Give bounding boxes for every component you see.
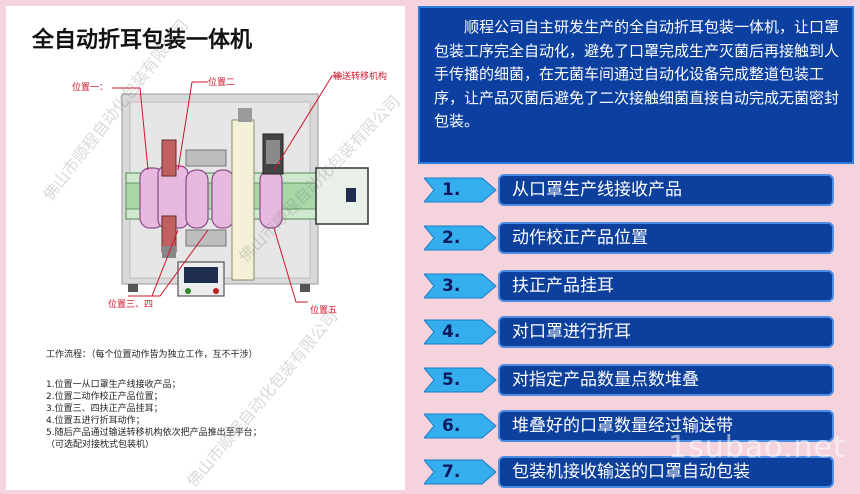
step-row: 2. 动作校正产品位置 bbox=[418, 220, 860, 256]
workflow-item: 1.位置一从口罩生产线接收产品； bbox=[46, 380, 181, 390]
step-arrow: 1. bbox=[424, 176, 498, 204]
arrow-icon bbox=[424, 273, 497, 299]
workflow-item: 5.随后产品通过输送转移机构依次把产品推出至平台； bbox=[46, 428, 262, 438]
workflow-item: 2.位置二动作校正产品位置； bbox=[46, 392, 163, 402]
workflow-heading: 工作流程：（每个位置动作皆为独立工作，互不干涉） bbox=[46, 350, 258, 360]
step-number: 5. bbox=[442, 370, 461, 390]
step-arrow: 6. bbox=[424, 412, 498, 440]
step-row: 4. 对口罩进行折耳 bbox=[418, 314, 860, 350]
step-arrow: 4. bbox=[424, 318, 498, 346]
workflow-item: （可选配对接枕式包装机） bbox=[46, 440, 155, 450]
workflow-section: 工作流程：（每个位置动作皆为独立工作，互不干涉） 1.位置一从口罩生产线接收产品… bbox=[46, 349, 386, 451]
step-row: 3. 扶正产品挂耳 bbox=[418, 268, 860, 304]
step-number: 4. bbox=[442, 322, 461, 342]
callout-position-2: 位置二 bbox=[208, 78, 236, 88]
callout-position-1: 位置一： bbox=[72, 83, 109, 93]
workflow-item: 3.位置三、四扶正产品挂耳； bbox=[46, 404, 163, 414]
description-panel: 顺程公司自主研发生产的全自动折耳包装一体机，让口罩包装工序完全自动化，避免了口罩… bbox=[418, 6, 854, 164]
callout-conveyor: 输送转移机构 bbox=[333, 72, 388, 82]
step-label: 包装机接收输送的口罩自动包装 bbox=[498, 456, 834, 488]
workflow-item: 4.位置五进行折耳动作； bbox=[46, 416, 145, 426]
step-list: 1. 从口罩生产线接收产品 2. 动作校正产品位置 3. 扶正产品挂耳 4. 对… bbox=[418, 172, 860, 494]
arrow-icon bbox=[424, 459, 497, 485]
arrow-icon bbox=[424, 225, 497, 251]
machine-diagram bbox=[112, 75, 369, 303]
step-number: 7. bbox=[442, 462, 461, 482]
description-text: 顺程公司自主研发生产的全自动折耳包装一体机，让口罩包装工序完全自动化，避免了口罩… bbox=[434, 18, 840, 130]
step-number: 1. bbox=[442, 180, 461, 200]
step-row: 1. 从口罩生产线接收产品 bbox=[418, 172, 860, 208]
step-number: 2. bbox=[442, 228, 461, 248]
step-row: 5. 对指定产品数量点数堆叠 bbox=[418, 362, 860, 398]
step-label: 对口罩进行折耳 bbox=[498, 316, 834, 348]
page-title: 全自动折耳包装一体机 bbox=[32, 28, 253, 53]
step-label: 从口罩生产线接收产品 bbox=[498, 174, 834, 206]
step-row: 6. 堆叠好的口罩数量经过输送带 bbox=[418, 408, 860, 444]
step-label: 对指定产品数量点数堆叠 bbox=[498, 364, 834, 396]
callout-position-3-4: 位置三、四 bbox=[108, 300, 154, 310]
step-number: 3. bbox=[442, 276, 461, 296]
step-row: 7. 包装机接收输送的口罩自动包装 bbox=[418, 454, 860, 490]
step-arrow: 3. bbox=[424, 272, 498, 300]
step-label: 动作校正产品位置 bbox=[498, 222, 834, 254]
step-label: 扶正产品挂耳 bbox=[498, 270, 834, 302]
callout-position-5: 位置五 bbox=[310, 306, 338, 316]
arrow-icon bbox=[424, 319, 497, 345]
step-number: 6. bbox=[442, 416, 461, 436]
step-arrow: 5. bbox=[424, 366, 498, 394]
step-arrow: 7. bbox=[424, 458, 498, 486]
arrow-icon bbox=[424, 177, 497, 203]
arrow-icon bbox=[424, 367, 497, 393]
step-arrow: 2. bbox=[424, 224, 498, 252]
arrow-icon bbox=[424, 413, 497, 439]
site-watermark: 1subao.net bbox=[668, 430, 846, 465]
step-label: 堆叠好的口罩数量经过输送带 bbox=[498, 410, 834, 442]
